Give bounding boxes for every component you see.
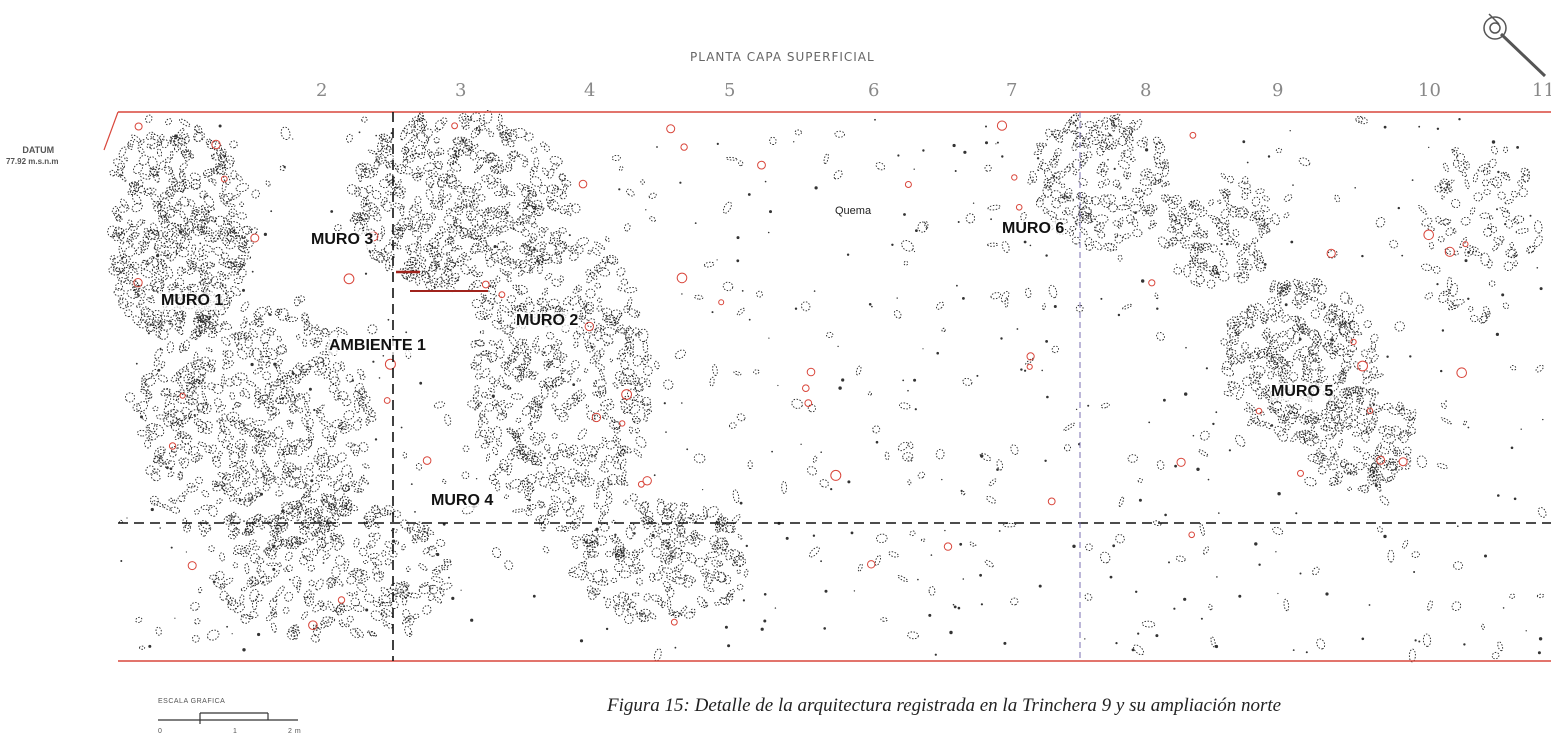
scale-tick-1: 1 — [233, 728, 238, 735]
column-number: 7 — [1006, 80, 1018, 101]
scale-title: ESCALA GRAFICA — [158, 698, 226, 705]
plan-title: PLANTA CAPA SUPERFICIAL — [690, 50, 875, 64]
column-number: 5 — [724, 80, 736, 101]
label-muro-4: MURO 4 — [430, 492, 495, 510]
datum-label: DATUM — [22, 145, 55, 155]
column-number: 10 — [1418, 80, 1441, 101]
column-number: 4 — [584, 80, 596, 101]
label-muro-5: MURO 5 — [1270, 383, 1335, 401]
column-number: 2 — [316, 80, 328, 101]
column-number: 9 — [1272, 80, 1284, 101]
label-ambiente-1: AMBIENTE 1 — [328, 337, 427, 355]
datum-value: 77.92 m.s.n.m — [6, 157, 59, 166]
column-number: 11 — [1532, 80, 1551, 101]
north-arrow-icon — [1483, 13, 1547, 78]
column-number: 6 — [868, 80, 880, 101]
scale-bar-graphic — [158, 712, 298, 724]
stone-scatter — [107, 109, 1547, 663]
datum-marker: DATUM 77.92 m.s.n.m — [6, 144, 58, 168]
label-muro-1: MURO 1 — [160, 292, 225, 310]
label-muro-2: MURO 2 — [515, 312, 580, 330]
column-number: 3 — [455, 80, 467, 101]
column-number: 8 — [1140, 80, 1152, 101]
figure-caption: Figura 15: Detalle de la arquitectura re… — [607, 695, 1282, 716]
label-muro-3: MURO 3 — [310, 231, 375, 249]
frame-datum-diagonal — [103, 111, 119, 151]
label-muro-6: MURO 6 — [1001, 220, 1066, 238]
scale-tick-0: 0 — [158, 728, 163, 735]
label-quema: Quema — [835, 205, 872, 217]
scale-bar: ESCALA GRAFICA 0 1 2 m — [158, 698, 308, 743]
scale-tick-2: 2 m — [288, 728, 302, 735]
